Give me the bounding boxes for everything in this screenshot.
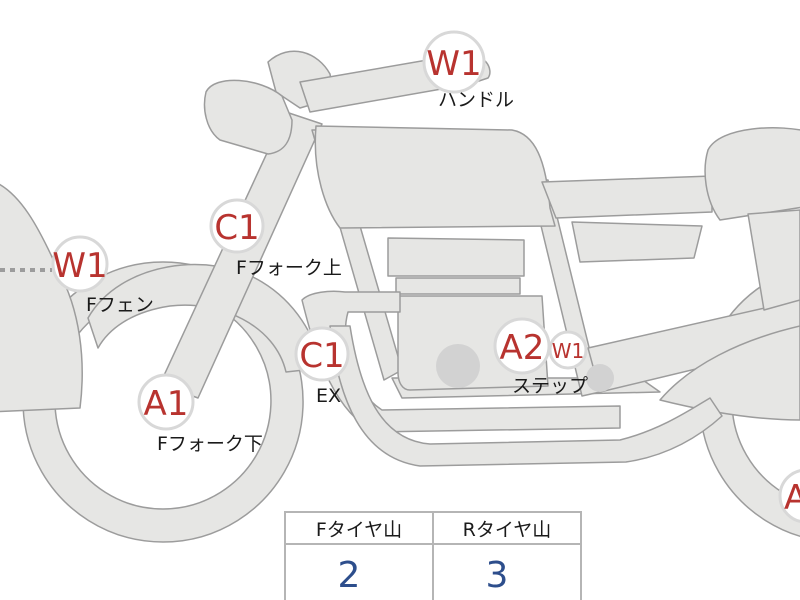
grade-label: C1 [214, 208, 259, 248]
callout-c1-exhaust: C1 EX [294, 326, 350, 407]
callout-a1-fork-lower: A1 Fフォーク下 [137, 373, 263, 455]
engine-cover [436, 344, 480, 388]
part-label: Fフォーク上 [236, 257, 342, 279]
seat [541, 175, 713, 219]
callout-w1-step: W1 [548, 330, 588, 370]
grade-label: A1 [144, 384, 189, 424]
tail [704, 127, 800, 221]
front-tire-value: 2 [338, 555, 361, 596]
grade-label: W1 [426, 44, 481, 84]
step-peg [586, 364, 614, 392]
grade-label: A [784, 478, 800, 518]
engine-cylinder [395, 277, 521, 295]
part-label: Fフォーク下 [157, 433, 263, 455]
grade-label: A2 [500, 328, 545, 368]
part-label: ステップ [512, 375, 588, 397]
callout-w1-handle: W1 ハンドル [422, 30, 514, 111]
callout-a-rear: A [778, 469, 800, 523]
engine-head [387, 237, 525, 277]
grade-label: C1 [299, 336, 344, 376]
callout-c1-fork-upper: C1 Fフォーク上 [209, 198, 342, 279]
part-label: Fフェン [86, 294, 154, 316]
grade-label: W1 [52, 246, 107, 286]
front-tire-header: Fタイヤ山 [316, 519, 402, 541]
rear-tire-header: Rタイヤ山 [463, 519, 552, 541]
callout-w1-fender: W1 Fフェン [51, 235, 154, 316]
side-cover [571, 221, 703, 263]
headlight [0, 183, 83, 413]
callout-a2-step: A2 ステップ [493, 317, 588, 397]
part-label: EX [316, 385, 341, 407]
fuel-tank [314, 125, 556, 229]
front-fork [159, 111, 323, 399]
exhaust-lower [329, 325, 723, 467]
grade-label: W1 [552, 339, 585, 363]
tire-tread-table: Fタイヤ山 Rタイヤ山 2 3 [284, 511, 582, 600]
rear-upright [747, 209, 800, 311]
rear-tire-value: 3 [486, 555, 509, 596]
callouts: W1 ハンドル C1 Fフォーク上 W1 Fフェン C1 EX A1 Fフォーク… [51, 30, 800, 523]
meter [203, 79, 293, 155]
part-label: ハンドル [438, 89, 514, 111]
